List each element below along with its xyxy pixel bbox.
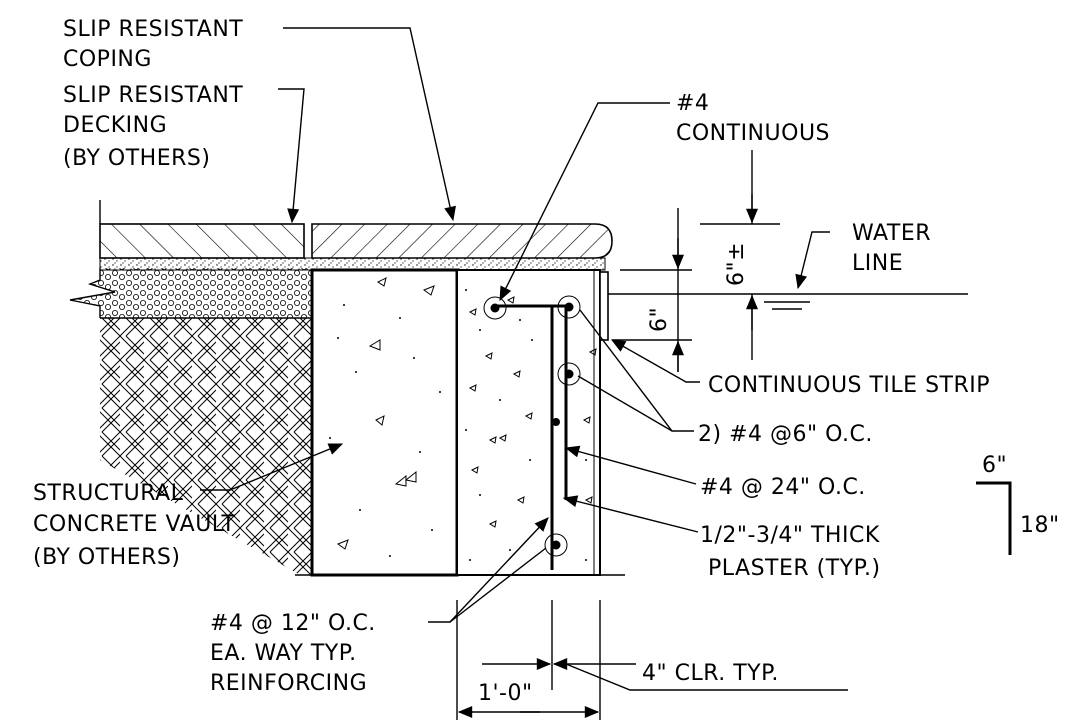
- decking-slab: [99, 223, 305, 259]
- label-slip-coping-2: COPING: [63, 47, 152, 72]
- tile-strip: [599, 271, 609, 341]
- label-hook-18: 18": [1020, 513, 1060, 538]
- rebar-dots: [490, 302, 574, 550]
- label-clr: 4" CLR. TYP.: [642, 661, 779, 686]
- label-slip-decking-1: SLIP RESISTANT: [63, 83, 243, 108]
- pool-wall: [456, 269, 601, 576]
- vault-aggregate: [336, 277, 435, 550]
- label-reinf-2: EA. WAY TYP.: [210, 641, 357, 666]
- label-bar24: #4 @ 24" O.C.: [700, 475, 866, 500]
- label-vault-1: STRUCTURAL: [33, 481, 184, 506]
- label-reinf-3: REINFORCING: [210, 671, 367, 696]
- label-dim-6pm: 6"±: [724, 242, 749, 286]
- label-vault-3: (BY OTHERS): [33, 545, 180, 570]
- sand-setting-bed: [99, 257, 606, 271]
- label-dim-6: 6": [647, 307, 672, 332]
- label-slip-decking-2: DECKING: [63, 113, 167, 138]
- label-hook-6: 6": [982, 453, 1007, 478]
- label-two-bar: 2) #4 @6" O.C.: [698, 422, 873, 447]
- label-reinf-1: #4 @ 12" O.C.: [210, 611, 376, 636]
- label-water-1: WATER: [852, 221, 931, 246]
- label-dim-wall: 1'-0": [478, 681, 533, 706]
- label-plaster-2: PLASTER (TYP.): [708, 556, 881, 581]
- label-bar4-2: CONTINUOUS: [676, 121, 830, 146]
- label-slip-decking-3: (BY OTHERS): [63, 146, 210, 171]
- label-water-2: LINE: [852, 251, 903, 276]
- soil-hatch: [100, 318, 312, 575]
- label-plaster-1: 1/2"-3/4" THICK: [700, 523, 880, 548]
- label-tile-strip: CONTINUOUS TILE STRIP: [708, 373, 990, 398]
- structural-vault: [310, 268, 459, 577]
- gravel-base: [70, 268, 312, 318]
- hook-detail: [976, 481, 1012, 555]
- label-slip-coping-1: SLIP RESISTANT: [63, 17, 243, 42]
- vault-dots: [329, 304, 441, 557]
- wall-dots: [465, 289, 587, 561]
- wall-aggregate: [468, 296, 597, 528]
- coping-stone: [311, 223, 613, 259]
- label-bar4-1: #4: [676, 91, 709, 116]
- label-vault-2: CONCRETE VAULT: [33, 512, 236, 537]
- rebar-rings: [483, 295, 581, 557]
